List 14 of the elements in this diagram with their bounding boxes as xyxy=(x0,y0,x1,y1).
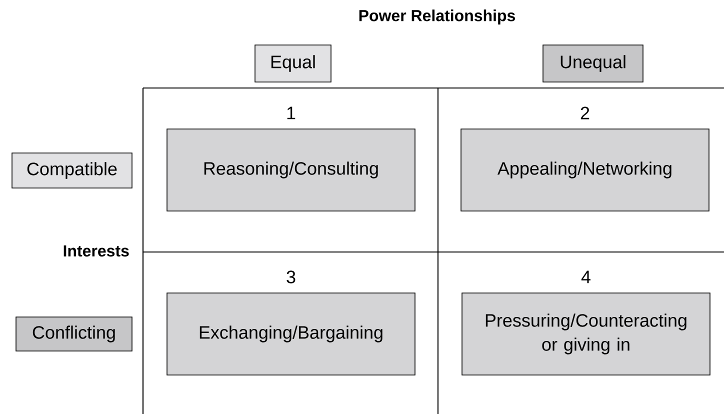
column-header-box: Equal xyxy=(254,44,332,82)
quadrant-number: 3 xyxy=(286,270,296,284)
quadrant-box: Appealing/Networking xyxy=(460,128,710,212)
axis-label: Interests xyxy=(64,245,129,257)
row-header-box: Compatible xyxy=(12,152,132,188)
quadrant-box: Reasoning/Consulting xyxy=(166,128,416,212)
quadrant-box: Pressuring/Counteracting or giving in xyxy=(462,292,710,376)
quadrant-number: 1 xyxy=(287,106,296,120)
title: Power Relationships xyxy=(359,10,515,24)
quadrant-number: 2 xyxy=(580,106,590,120)
row-header-box: Conflicting xyxy=(16,316,132,352)
quadrant-box: Exchanging/Bargaining xyxy=(166,292,416,376)
column-header-box: Unequal xyxy=(542,44,644,82)
quadrant-number: 4 xyxy=(581,270,590,284)
